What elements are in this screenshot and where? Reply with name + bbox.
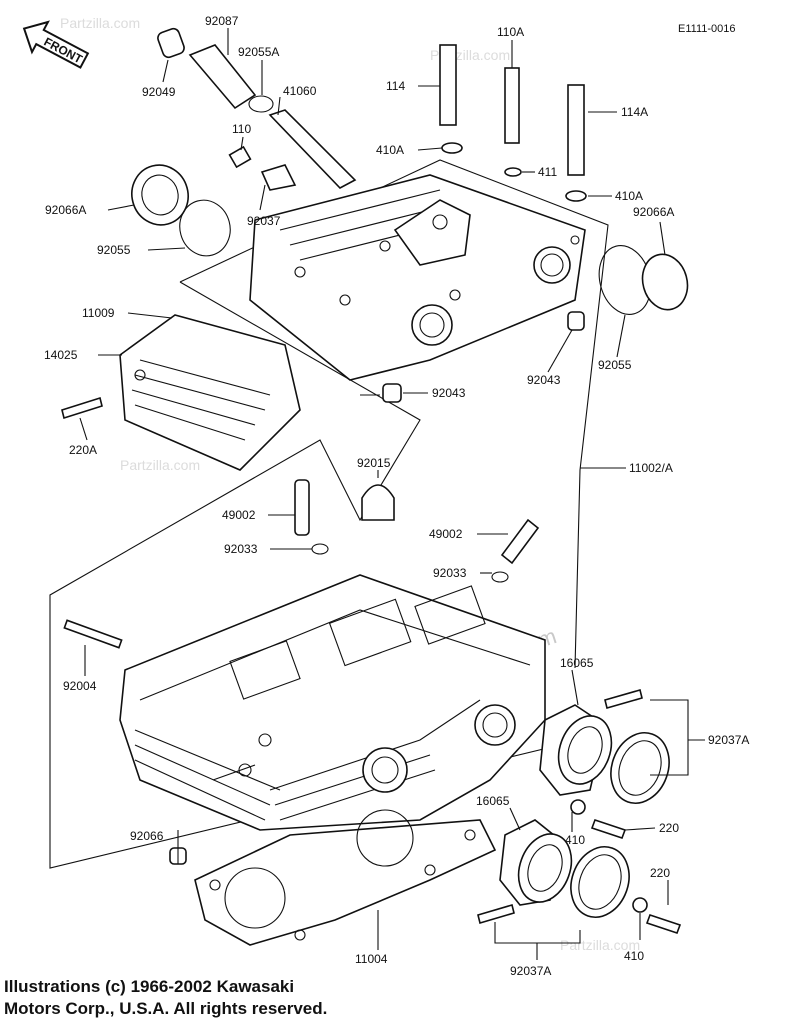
label-49002-left: 49002	[222, 508, 256, 522]
credit-line-1: Illustrations (c) 1966-2002 Kawasaki	[4, 977, 295, 996]
label-16065-top: 16065	[560, 656, 594, 670]
part-number-labels: 92087 92049 92055A 41060 110 92037 92066…	[44, 14, 749, 978]
label-16065-bottom: 16065	[476, 794, 510, 808]
label-92043-center: 92043	[432, 386, 466, 400]
intake-holder-lower	[499, 819, 630, 918]
tappet-cover	[119, 314, 301, 471]
front-direction-arrow: FRONT	[22, 20, 90, 69]
label-92066a-left: 92066A	[45, 203, 86, 217]
leader-lines	[79, 28, 705, 960]
label-114a: 114A	[621, 105, 648, 119]
label-92066a-right: 92066A	[633, 205, 674, 219]
label-92037a-bottom: 92037A	[510, 964, 551, 978]
label-92004: 92004	[63, 679, 97, 693]
label-92087: 92087	[205, 14, 239, 28]
label-49002-right: 49002	[429, 527, 463, 541]
label-410-low: 410	[624, 949, 644, 963]
diagram-code: E1111-0016	[678, 23, 736, 35]
watermark-left: Partzilla.com	[120, 457, 200, 473]
label-410a-right: 410A	[615, 189, 643, 203]
cylinder-head-gasket	[194, 809, 497, 946]
label-220a: 220A	[69, 443, 97, 457]
label-92055-right: 92055	[598, 358, 632, 372]
label-220-low: 220	[650, 866, 670, 880]
lower-assembly-outline	[49, 281, 561, 869]
copyright-credit: Illustrations (c) 1966-2002 Kawasaki Mot…	[4, 976, 327, 1020]
label-110: 110	[232, 122, 251, 136]
watermark-top-left: Partzilla.com	[60, 15, 140, 31]
label-92055a: 92055A	[238, 45, 279, 59]
label-92055-left: 92055	[97, 243, 131, 257]
label-92037: 92037	[247, 214, 281, 228]
label-114: 114	[386, 79, 405, 93]
label-92049: 92049	[142, 85, 176, 99]
credit-line-2: Motors Corp., U.S.A. All rights reserved…	[4, 999, 328, 1018]
label-92043-right: 92043	[527, 373, 561, 387]
label-411: 411	[538, 165, 557, 179]
label-220-mid: 220	[659, 821, 679, 835]
label-14025: 14025	[44, 348, 78, 362]
label-41060: 41060	[283, 84, 317, 98]
label-92033-right: 92033	[433, 566, 467, 580]
small-parts	[61, 27, 689, 935]
label-410a-left: 410A	[376, 143, 404, 157]
label-92033-left: 92033	[224, 542, 258, 556]
cylinder-head	[119, 574, 546, 831]
label-11009: 11009	[82, 306, 115, 320]
label-92037a-right: 92037A	[708, 733, 749, 747]
label-92015: 92015	[357, 456, 391, 470]
label-11004: 11004	[355, 952, 388, 966]
label-410-mid: 410	[565, 833, 585, 847]
label-92066: 92066	[130, 829, 164, 843]
cylinder-head-cover	[249, 174, 586, 381]
label-110a: 110A	[497, 25, 524, 39]
intake-holder-upper	[539, 704, 670, 804]
label-11002a: 11002/A	[629, 461, 673, 475]
